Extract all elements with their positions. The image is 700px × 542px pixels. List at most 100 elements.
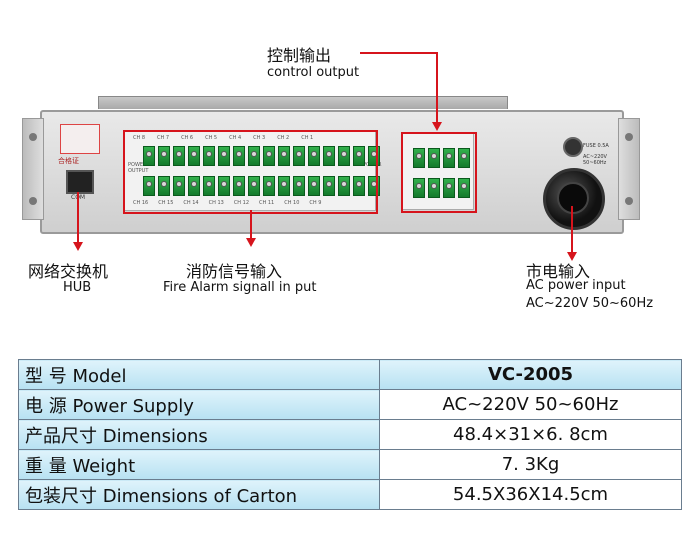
fire-alarm-caption-zh: 消防信号输入 [186, 262, 283, 281]
terminal [188, 176, 200, 196]
spec-value: VC-2005 [379, 359, 682, 390]
terminal [173, 176, 185, 196]
callout-line [436, 52, 438, 122]
hub-caption-zh: 网络交换机 [28, 262, 109, 281]
fire-alarm-terminal-board: CH 8 CH 7 CH 6 CH 5 CH 4 CH 3 CH 2 CH 1 … [124, 131, 382, 211]
terminal [188, 146, 200, 166]
channel-label: CH 1 [301, 135, 314, 141]
ac-power-rating-caption: AC~220V 50~60Hz [526, 296, 654, 311]
ac-rating-frequency: 50~60Hz [583, 160, 607, 166]
table-row: 包装尺寸 Dimensions of Carton 54.5X36X14.5cm [18, 479, 682, 510]
ac-power-caption-zh: 市电输入 [526, 262, 591, 281]
channel-label: CH 15 [158, 200, 174, 206]
terminal [458, 148, 470, 168]
control-output-terminal-board [402, 133, 474, 210]
channel-label: CH 13 [208, 200, 224, 206]
hub-caption-en: HUB [63, 280, 92, 295]
terminal [353, 146, 365, 166]
channel-label: CH 8 [133, 135, 146, 141]
bottom-channel-labels: CH 16 CH 15 CH 14 CH 13 CH 12 CH 11 CH 1… [133, 200, 321, 206]
callout-arrow [432, 122, 442, 131]
callout-line [77, 192, 79, 242]
terminal [353, 176, 365, 196]
channel-label: CH 12 [233, 200, 250, 206]
terminal [413, 178, 425, 198]
fire-alarm-highlight-box [123, 130, 378, 214]
output-terminal-row-top [413, 148, 473, 168]
terminal [248, 146, 260, 166]
control-output-caption-en: control output [267, 65, 360, 80]
rack-hole [29, 197, 37, 205]
spec-key: 重 量 Weight [18, 449, 380, 480]
channel-label: CH 4 [229, 135, 242, 141]
terminal [428, 148, 440, 168]
power-inlet-socket [557, 182, 589, 214]
callout-arrow [246, 238, 256, 247]
terminal [263, 176, 275, 196]
control-output-caption-zh: 控制输出 [267, 46, 332, 65]
terminal [143, 176, 155, 196]
callout-arrow [73, 242, 83, 251]
callout-line [250, 210, 252, 238]
callout-arrow [567, 252, 577, 261]
terminal [293, 176, 305, 196]
table-row: 电 源 Power Supply AC~220V 50~60Hz [18, 389, 682, 420]
terminal [233, 146, 245, 166]
table-row: 型 号 Model VC-2005 [18, 359, 682, 390]
fuse-label: FUSE 0.5A [583, 143, 609, 149]
channel-label: CH 3 [253, 135, 266, 141]
rack-bracket-left [22, 118, 44, 220]
terminal [158, 146, 170, 166]
channel-label: CH 7 [157, 135, 170, 141]
terminal [203, 176, 215, 196]
terminal [293, 146, 305, 166]
control-output-highlight-box [401, 132, 477, 213]
certificate-sticker [60, 124, 100, 154]
terminal [143, 146, 155, 166]
rack-hole [625, 197, 633, 205]
terminal [458, 178, 470, 198]
terminal [218, 176, 230, 196]
spec-key: 型 号 Model [18, 359, 380, 390]
terminal-row-bottom [143, 176, 383, 196]
ac-rating-voltage: AC~220V [583, 154, 607, 160]
rack-hole [625, 133, 633, 141]
channel-label: CH 10 [284, 200, 300, 206]
com-port [66, 170, 94, 194]
top-channel-labels: CH 8 CH 7 CH 6 CH 5 CH 4 CH 3 CH 2 CH 1 [133, 135, 313, 141]
certificate-text: 合格证 [58, 157, 79, 165]
terminal [173, 146, 185, 166]
spec-key: 电 源 Power Supply [18, 389, 380, 420]
terminal [203, 146, 215, 166]
channel-label: CH 9 [309, 200, 322, 206]
terminal [428, 178, 440, 198]
ac-power-caption-en: AC power input [526, 278, 626, 293]
terminal [323, 146, 335, 166]
terminal [308, 176, 320, 196]
ac-rating-label: AC~220V 50~60Hz [583, 154, 607, 166]
terminal [338, 176, 350, 196]
terminal [308, 146, 320, 166]
spec-value: 54.5X36X14.5cm [379, 479, 682, 510]
spec-key: 包装尺寸 Dimensions of Carton [18, 479, 380, 510]
terminal [413, 148, 425, 168]
terminal [323, 176, 335, 196]
rack-hole [29, 133, 37, 141]
channel-label: CH 6 [181, 135, 194, 141]
fuse-holder [563, 137, 583, 157]
terminal [263, 146, 275, 166]
output-terminal-row-bottom [413, 178, 473, 198]
fire-alarm-caption-en: Fire Alarm signall in put [163, 280, 317, 295]
spec-key: 产品尺寸 Dimensions [18, 419, 380, 450]
channel-label: CH 16 [133, 200, 149, 206]
channel-label: CH 14 [183, 200, 199, 206]
spec-value: 7. 3Kg [379, 449, 682, 480]
terminal [233, 176, 245, 196]
channel-label: CH 5 [205, 135, 218, 141]
specifications-table: 型 号 Model VC-2005 电 源 Power Supply AC~22… [18, 359, 682, 510]
callout-line [571, 206, 573, 254]
terminal [278, 146, 290, 166]
terminal [338, 146, 350, 166]
spec-value: 48.4×31×6. 8cm [379, 419, 682, 450]
spec-value: AC~220V 50~60Hz [379, 389, 682, 420]
